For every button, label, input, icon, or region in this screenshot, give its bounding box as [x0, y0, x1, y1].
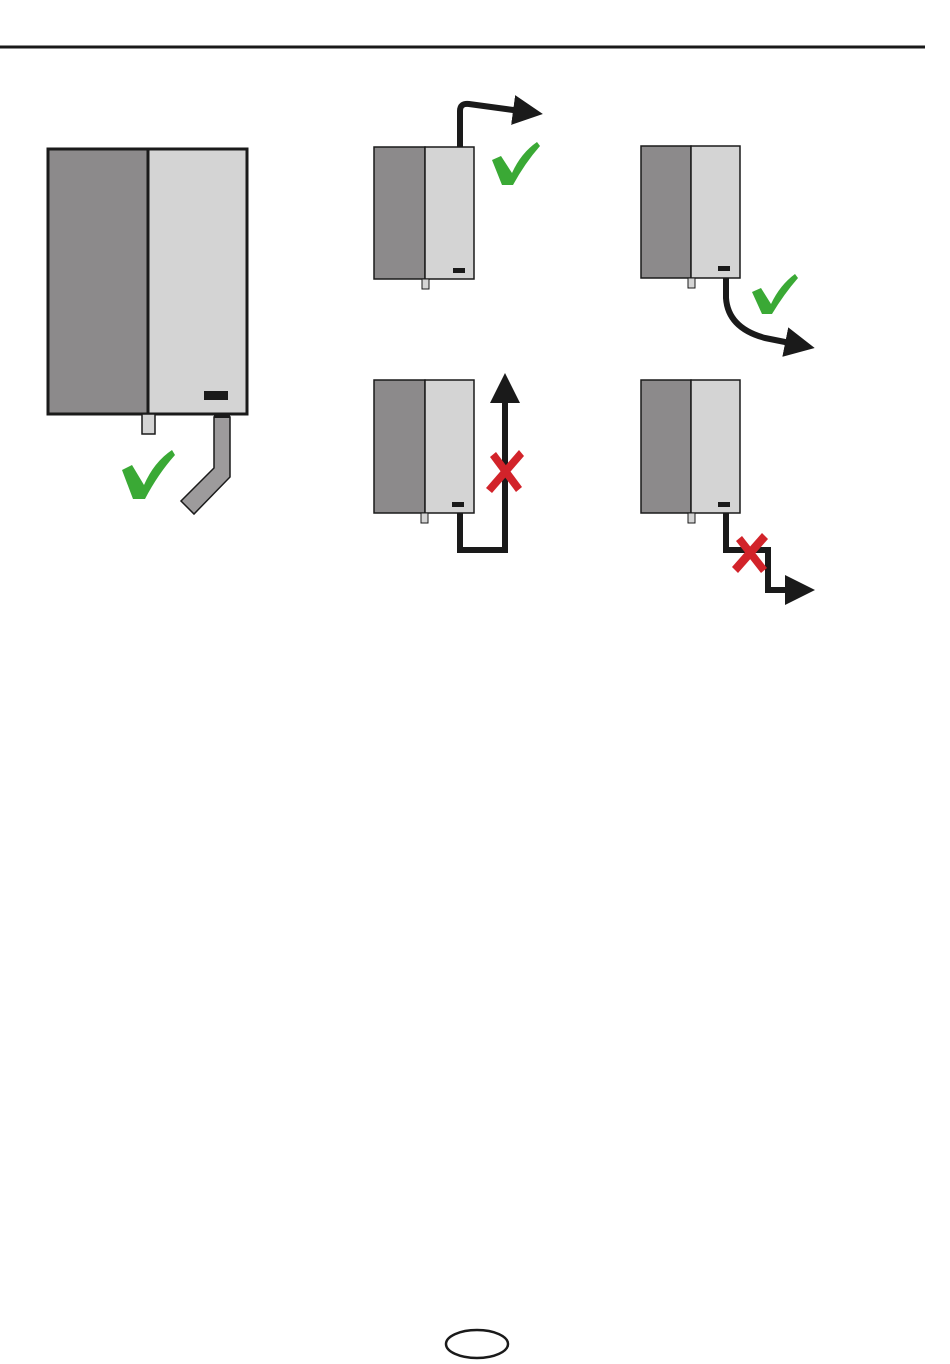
main-unit-stub-pipe	[142, 414, 155, 434]
unit-stub-pipe	[422, 279, 429, 289]
unit-right-panel	[425, 380, 474, 513]
figure-drain-curve-down-right	[641, 146, 800, 345]
drain-pipe-arrow	[726, 513, 800, 590]
unit-indicator	[718, 502, 730, 507]
check-icon	[752, 274, 798, 314]
unit-right-panel	[691, 146, 740, 278]
main-unit-hose-collar	[214, 414, 230, 418]
unit-indicator	[718, 266, 730, 271]
main-unit	[48, 149, 247, 514]
unit-right-panel	[425, 147, 474, 279]
drain-pipe-arrow	[460, 104, 528, 147]
page-badge	[446, 1330, 508, 1358]
unit-stub-pipe	[688, 513, 695, 523]
main-unit-right-panel	[148, 149, 247, 414]
unit-left-panel	[374, 380, 425, 513]
figure-drain-up-then-right	[374, 104, 540, 289]
figure-drain-loop-up	[374, 380, 524, 550]
figure-drain-step-down	[641, 380, 800, 590]
check-icon	[492, 142, 540, 185]
unit-stub-pipe	[688, 278, 695, 288]
unit-indicator	[453, 268, 465, 273]
main-unit-left-panel	[48, 149, 148, 414]
unit-left-panel	[641, 380, 691, 513]
check-icon	[122, 450, 175, 499]
unit-indicator	[452, 502, 464, 507]
unit-right-panel	[691, 380, 740, 513]
unit-stub-pipe	[421, 513, 428, 523]
page-badge-oval	[446, 1330, 508, 1358]
unit-left-panel	[641, 146, 691, 278]
main-unit-indicator	[204, 391, 228, 400]
main-unit-drain-hose	[181, 417, 230, 514]
unit-left-panel	[374, 147, 425, 279]
